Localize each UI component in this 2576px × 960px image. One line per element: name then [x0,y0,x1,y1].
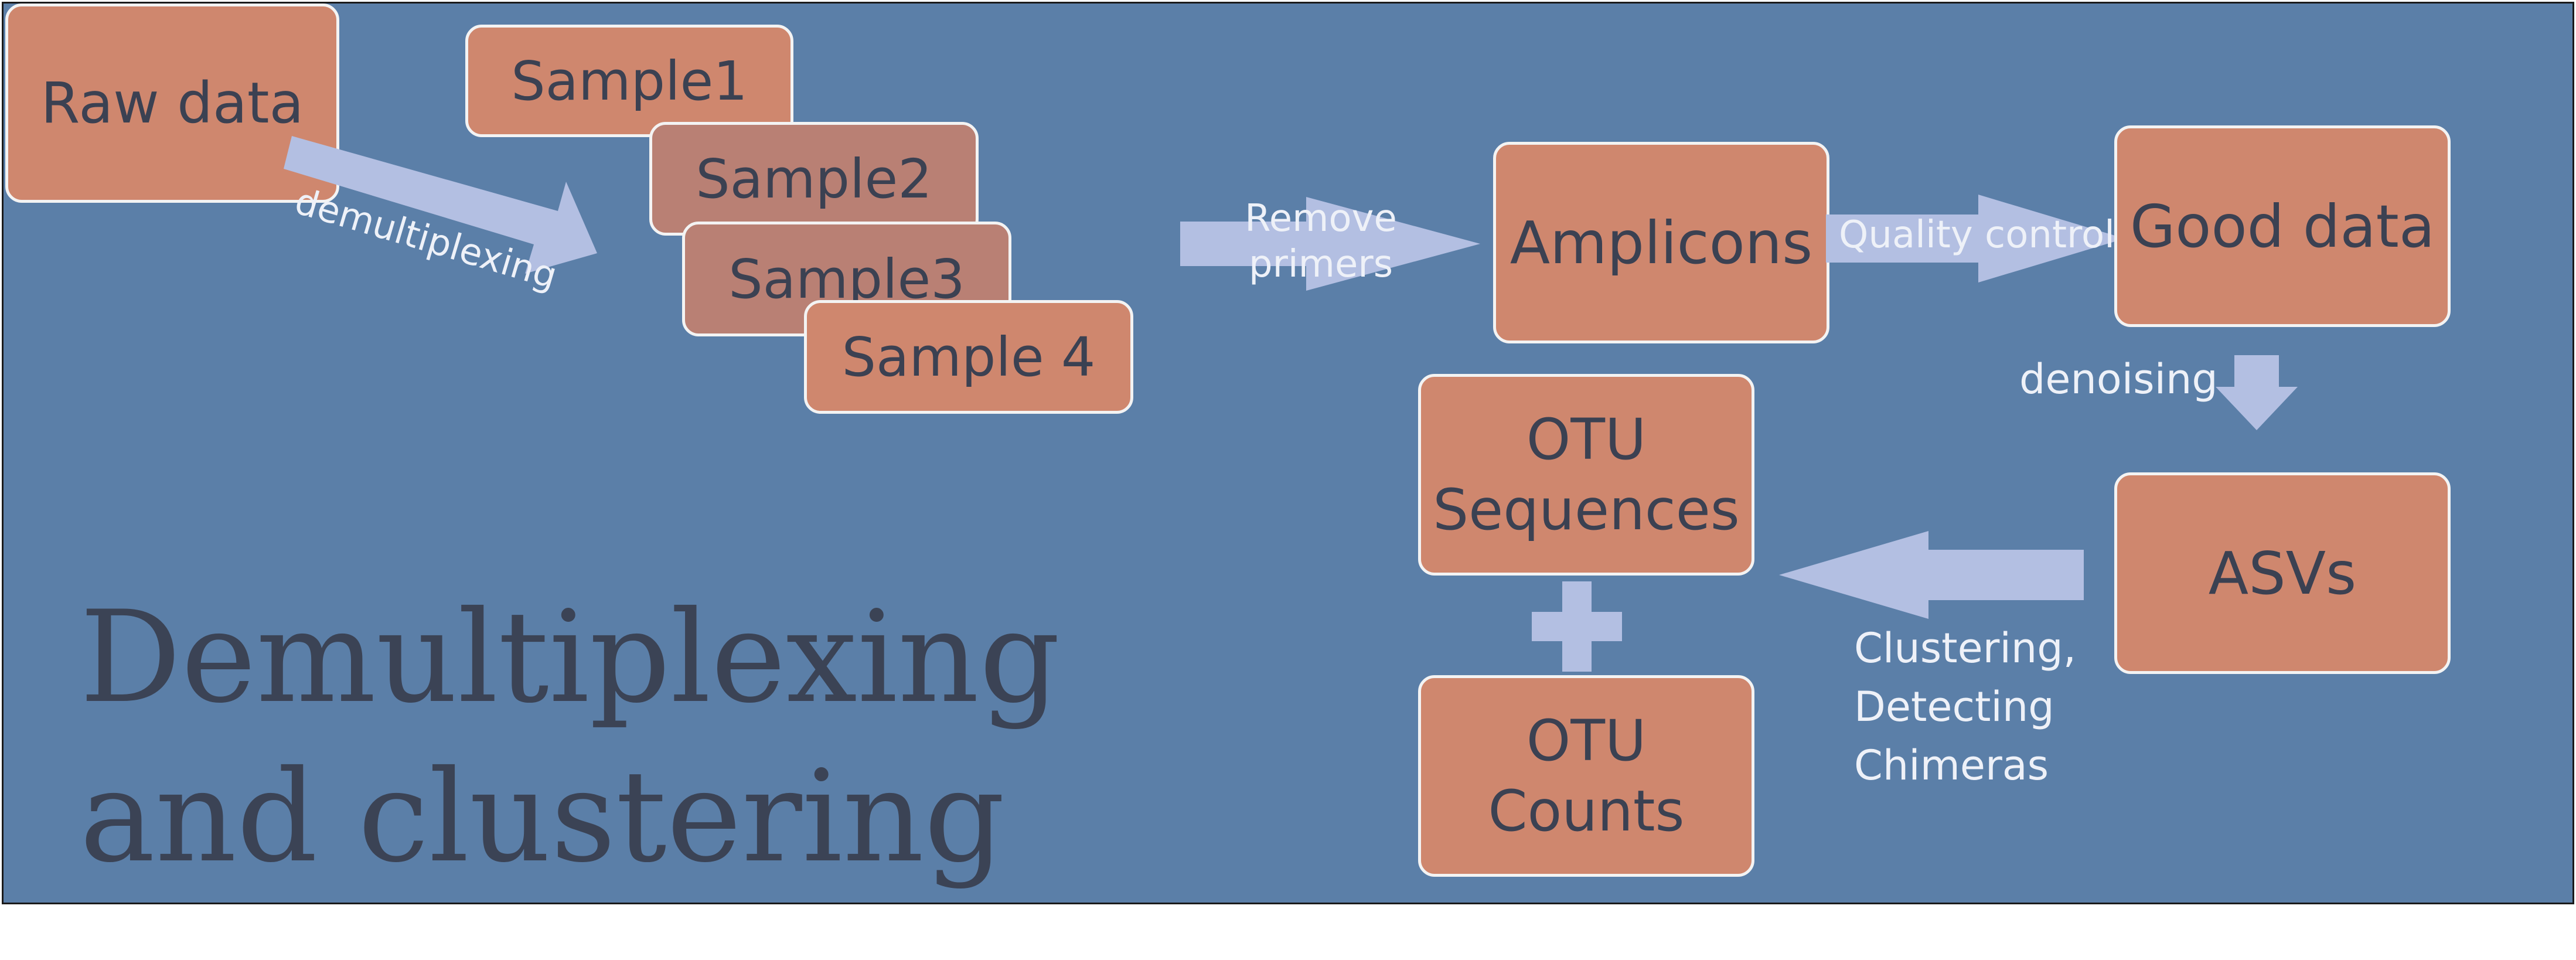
remove-primers-line2: primers [1248,243,1393,286]
remove-primers-label: Remove primers [1239,196,1403,287]
remove-primers-line1: Remove [1245,197,1397,240]
otu-sequences-line2: Sequences [1433,477,1740,543]
sample3-label: Sample3 [728,247,965,311]
amplicons-box: Amplicons [1493,142,1829,343]
otu-counts-line2: Counts [1488,778,1685,844]
amplicons-label: Amplicons [1510,208,1813,277]
slide-canvas: Raw data demultiplexing Sample1 Sample2 … [2,2,2574,904]
raw-data-label: Raw data [40,70,304,136]
sample4-label: Sample 4 [841,325,1096,389]
sample2-label: Sample2 [696,147,932,210]
demultiplexing-arrow-shape [284,136,597,274]
plus-icon [1532,581,1622,672]
quality-control-label: Quality control [1839,213,2115,257]
sample2-box: Sample2 [649,122,979,236]
good-data-label: Good data [2129,192,2435,261]
sample1-label: Sample1 [511,49,748,113]
slide-title-line1: Demultiplexing [80,584,1061,731]
asvs-box: ASVs [2114,472,2451,674]
otu-counts-line1: OTU [1526,708,1647,774]
otu-sequences-box: OTU Sequences [1418,374,1754,576]
good-data-box: Good data [2114,125,2451,327]
clustering-arrow [1779,531,2084,619]
denoising-label: denoising [2019,355,2218,403]
slide-title-line2: and clustering [80,743,1006,890]
remove-primers-arrow [1180,197,1480,291]
otu-counts-box: OTU Counts [1418,675,1754,877]
sample1-box: Sample1 [465,25,793,137]
clustering-label: Clustering, Detecting Chimeras [1854,619,2076,795]
denoising-arrow [2216,355,2298,430]
slide-title: Demultiplexing and clustering [80,578,1060,897]
clustering-line3: Chimeras [1854,741,2049,789]
asvs-label: ASVs [2208,539,2357,608]
clustering-line2: Detecting [1854,683,2054,731]
sample4-box: Sample 4 [804,300,1133,414]
raw-data-box: Raw data [5,4,339,203]
quality-control-arrow [1826,195,2125,282]
clustering-line1: Clustering, [1854,624,2076,672]
otu-sequences-line1: OTU [1526,407,1647,472]
